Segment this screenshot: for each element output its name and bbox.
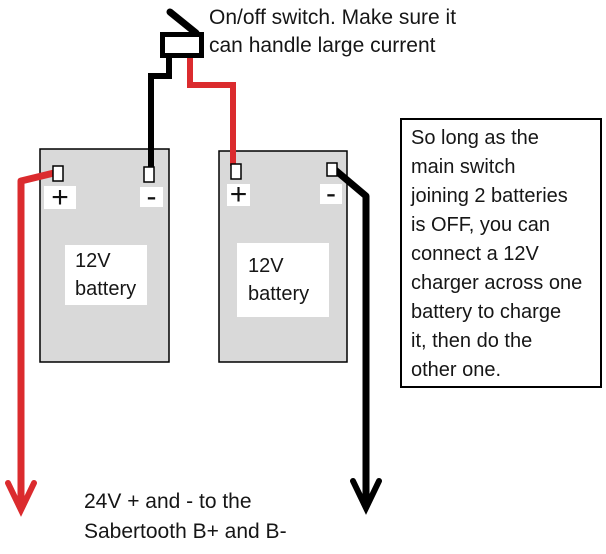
- battery-right-negative-terminal: [326, 162, 338, 177]
- battery-left-negative-terminal: [143, 166, 155, 183]
- battery-right-label: 12V battery: [237, 243, 329, 317]
- battery-right-minus-sign: -: [320, 177, 342, 210]
- negative-wire-switch-to-left-battery: [148, 58, 172, 168]
- switch-annotation: On/off switch. Make sure it can handle l…: [209, 6, 457, 57]
- battery-right-plus-sign: +: [227, 178, 250, 211]
- battery-right-positive-terminal: [230, 163, 242, 180]
- switch-body: [160, 32, 204, 58]
- battery-left-label: 12V battery: [65, 245, 147, 305]
- switch-lever-icon: [166, 8, 200, 37]
- battery-left-minus-sign: -: [140, 180, 163, 213]
- positive-output-arrowhead-icon: [5, 480, 37, 517]
- negative-output-arrowhead-icon: [350, 478, 382, 515]
- output-annotation: 24V + and - to the Sabertooth B+ and B-: [84, 490, 287, 543]
- charging-instructions-box: So long as the main switch joining 2 bat…: [400, 118, 602, 388]
- battery-left-plus-sign: +: [44, 181, 76, 214]
- positive-output-wire: [17, 168, 59, 503]
- positive-wire-switch-to-right-battery: [187, 58, 236, 166]
- battery-left-positive-terminal: [52, 165, 64, 182]
- negative-output-wire: [331, 166, 370, 503]
